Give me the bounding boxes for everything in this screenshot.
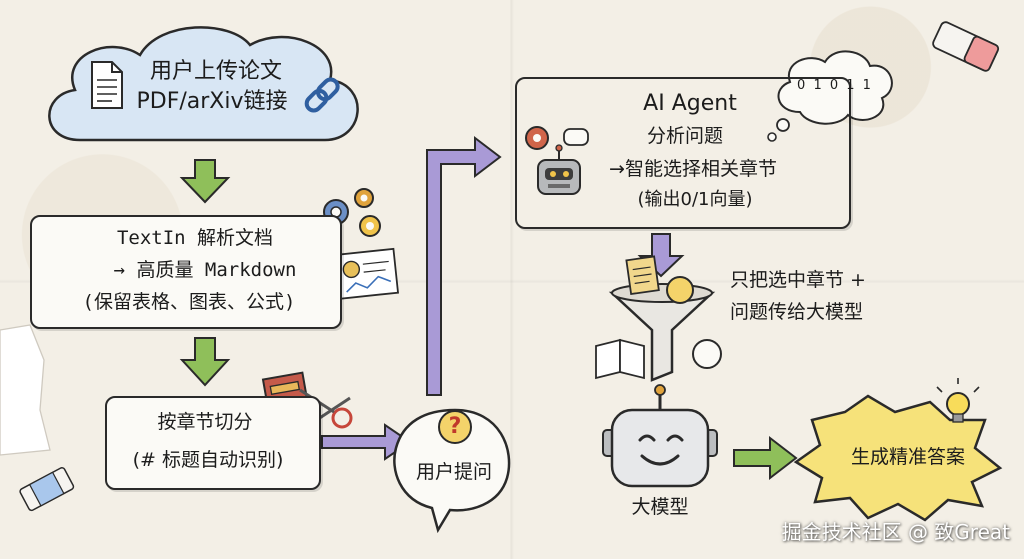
formula-paper-icon bbox=[336, 249, 398, 299]
agent-subtitle: 分析问题 bbox=[630, 124, 740, 148]
split-title: 按章节切分 bbox=[130, 410, 280, 434]
document-icon bbox=[92, 62, 122, 108]
filter-line2: 问题传给大模型 bbox=[730, 300, 910, 324]
answer-label: 生成精准答案 bbox=[838, 445, 978, 469]
parse-output: → 高质量 Markdown bbox=[90, 258, 320, 282]
agent-action: →智能选择相关章节 bbox=[578, 157, 808, 181]
upload-subtitle: PDF/arXiv链接 bbox=[132, 88, 292, 115]
parse-note: (保留表格、图表、公式) bbox=[58, 290, 320, 314]
agent-bits: 0 1 0 1 1 bbox=[795, 78, 875, 93]
tape-decoration bbox=[19, 467, 74, 512]
watermark: 掘金技术社区 @ 致Great bbox=[782, 516, 1010, 545]
small-question-bubble-icon bbox=[693, 340, 721, 368]
large-model-robot-icon bbox=[603, 385, 717, 486]
eraser-decoration bbox=[931, 21, 999, 73]
upload-title: 用户上传论文 bbox=[136, 58, 296, 85]
question-mark-text: ? bbox=[445, 414, 465, 439]
arrow-parse-to-split bbox=[182, 338, 228, 385]
funnel-question-icon bbox=[667, 277, 693, 303]
filter-line1: 只把选中章节 + bbox=[730, 268, 910, 292]
agent-output-note: (输出0/1向量) bbox=[625, 189, 765, 211]
funnel-document-icon bbox=[626, 256, 658, 294]
large-model-label: 大模型 bbox=[620, 495, 700, 519]
agent-title: AI Agent bbox=[620, 90, 760, 117]
open-book-icon bbox=[596, 340, 644, 378]
arrow-model-to-answer bbox=[734, 438, 796, 478]
question-label: 用户提问 bbox=[402, 460, 506, 484]
arrow-question-to-agent bbox=[427, 138, 500, 395]
parse-title: TextIn 解析文档 bbox=[95, 226, 295, 250]
split-note: (# 标题自动识别) bbox=[118, 448, 298, 472]
torn-paper-decoration bbox=[0, 325, 50, 455]
arrow-upload-to-parse bbox=[182, 160, 228, 202]
